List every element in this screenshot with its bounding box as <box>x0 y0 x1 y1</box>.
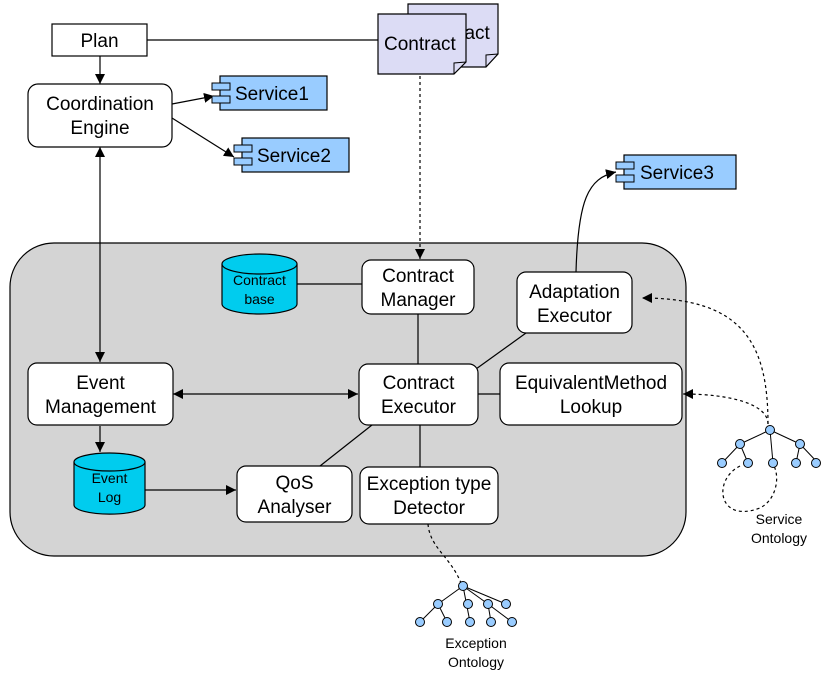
exception-detector-label-line1: Exception type <box>367 474 492 495</box>
event-log-label-line1: Event <box>92 470 128 486</box>
service3-component[interactable]: Service3 <box>615 154 737 190</box>
contract-document[interactable]: Contract <box>377 13 467 75</box>
adaptation-executor-label-line1: Adaptation <box>529 282 620 303</box>
ontology-loop-dashed <box>722 465 778 512</box>
contract-label: Contract <box>384 34 457 55</box>
contract-manager-label-line1: Contract <box>382 266 455 287</box>
contract-manager-node[interactable]: Contract Manager <box>361 259 475 315</box>
ontology-equiv-dashed <box>682 389 769 425</box>
service-ontology-label-line2: Ontology <box>751 530 807 546</box>
event-management-node[interactable]: Event Management <box>27 362 174 426</box>
contract-base-label-line1: Contract <box>233 272 286 288</box>
coord-service2-arrow <box>171 117 235 158</box>
event-log-cylinder[interactable]: Event Log <box>73 452 146 515</box>
contract-executor-label-line2: Executor <box>381 397 457 418</box>
plan-label: Plan <box>80 31 118 52</box>
detector-ontology-dashed <box>427 523 462 584</box>
contract-base-label-line2: base <box>244 291 275 307</box>
adapt-executor-line <box>475 332 527 370</box>
adapt-service3-arrow <box>575 169 617 273</box>
plan-node[interactable]: Plan <box>51 23 148 57</box>
exception-detector-label-line2: Detector <box>393 498 465 519</box>
contract-manager-label-line2: Manager <box>381 290 457 311</box>
qos-analyser-node[interactable]: QoS Analyser <box>236 465 353 523</box>
component-port-icon <box>615 174 635 183</box>
contract-executor-node[interactable]: Contract Executor <box>358 363 479 426</box>
ontology-adapt-dashed <box>641 293 769 425</box>
connectors <box>95 39 778 584</box>
adaptation-executor-label-line2: Executor <box>537 306 613 327</box>
contract-executor-label-line1: Contract <box>383 373 456 394</box>
service-ontology-label-line1: Service <box>756 511 803 527</box>
exception-ontology-tree-icon <box>415 581 517 627</box>
adaptation-executor-node[interactable]: Adaptation Executor <box>516 271 633 334</box>
component-port-icon <box>211 82 231 91</box>
component-port-icon <box>615 161 635 170</box>
component-port-icon <box>211 95 231 104</box>
equivalent-method-label-line1: EquivalentMethod <box>515 373 667 394</box>
coordination-engine-label-line2: Engine <box>70 118 129 139</box>
exception-ontology-label-line2: Ontology <box>448 654 504 670</box>
event-management-label-line2: Management <box>45 397 157 418</box>
coordination-engine-node[interactable]: Coordination Engine <box>27 83 173 148</box>
coordination-engine-label-line1: Coordination <box>46 94 154 115</box>
service3-label: Service3 <box>640 163 714 184</box>
qos-executor-line <box>319 424 373 467</box>
exception-type-detector-node[interactable]: Exception type Detector <box>359 466 499 525</box>
qos-analyser-label-line2: Analyser <box>258 497 333 518</box>
service1-component[interactable]: Service1 <box>211 75 328 111</box>
qos-analyser-label-line1: QoS <box>275 473 313 494</box>
contract-base-cylinder[interactable]: Contract base <box>221 253 298 315</box>
component-port-icon <box>233 144 253 153</box>
equivalent-method-label-line2: Lookup <box>560 397 622 418</box>
equivalent-method-lookup-node[interactable]: EquivalentMethod Lookup <box>499 362 683 426</box>
service2-component[interactable]: Service2 <box>233 137 350 173</box>
event-management-label-line1: Event <box>76 373 125 394</box>
service-ontology-tree-icon <box>717 425 821 468</box>
event-log-label-line2: Log <box>98 489 121 505</box>
service2-label: Service2 <box>257 146 331 167</box>
component-port-icon <box>233 157 253 166</box>
exception-ontology-label-line1: Exception <box>445 635 506 651</box>
service1-label: Service1 <box>235 84 309 105</box>
coord-service1-arrow <box>171 92 215 105</box>
